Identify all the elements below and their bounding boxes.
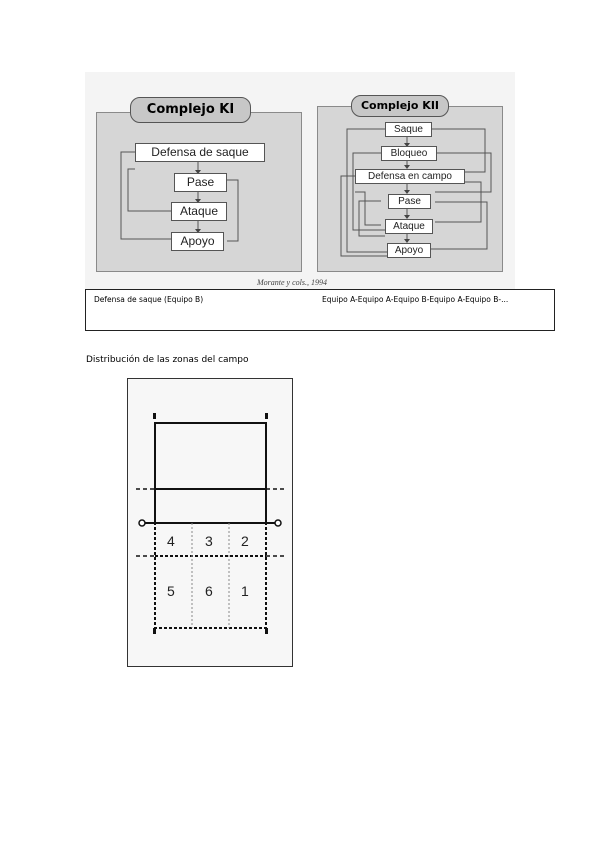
zones-caption: Distribución de las zonas del campo xyxy=(86,355,249,365)
zone-front-left: 4 xyxy=(167,533,175,549)
k2-box-saque: Saque xyxy=(385,122,432,137)
zone-front-center: 3 xyxy=(205,533,213,549)
k2-box-bloqueo: Bloqueo xyxy=(381,146,437,161)
zone-back-center: 6 xyxy=(205,583,213,599)
k1-box-pase: Pase xyxy=(174,173,227,192)
k1-box-ataque: Ataque xyxy=(171,202,227,221)
zone-front-right: 2 xyxy=(241,533,249,549)
k1-box-defensa-de-saque: Defensa de saque xyxy=(135,143,265,162)
complejo-k2-title: Complejo KII xyxy=(351,95,449,117)
figure-credit: Morante y cols., 1994 xyxy=(257,278,327,287)
complejo-k1-title: Complejo KI xyxy=(130,97,251,123)
court-diagram xyxy=(136,413,286,634)
court-figure: 4 3 2 5 6 1 xyxy=(127,378,293,667)
flow-connectors xyxy=(120,128,492,257)
zone-back-left: 5 xyxy=(167,583,175,599)
k2-box-ataque: Ataque xyxy=(385,219,433,234)
team-sequence-box: Defensa de saque (Equipo B) Equipo A-Equ… xyxy=(85,289,555,331)
k2-box-pase: Pase xyxy=(388,194,431,209)
zone-back-right: 1 xyxy=(241,583,249,599)
k2-box-apoyo: Apoyo xyxy=(387,243,431,258)
team-sequence-left: Defensa de saque (Equipo B) xyxy=(94,295,204,304)
complejos-diagram: Complejo KI Complejo KII xyxy=(85,72,515,290)
team-sequence-right: Equipo A-Equipo A-Equipo B-Equipo A-Equi… xyxy=(322,295,509,304)
k2-box-defensa-en-campo: Defensa en campo xyxy=(355,169,465,184)
k1-box-apoyo: Apoyo xyxy=(171,232,224,251)
